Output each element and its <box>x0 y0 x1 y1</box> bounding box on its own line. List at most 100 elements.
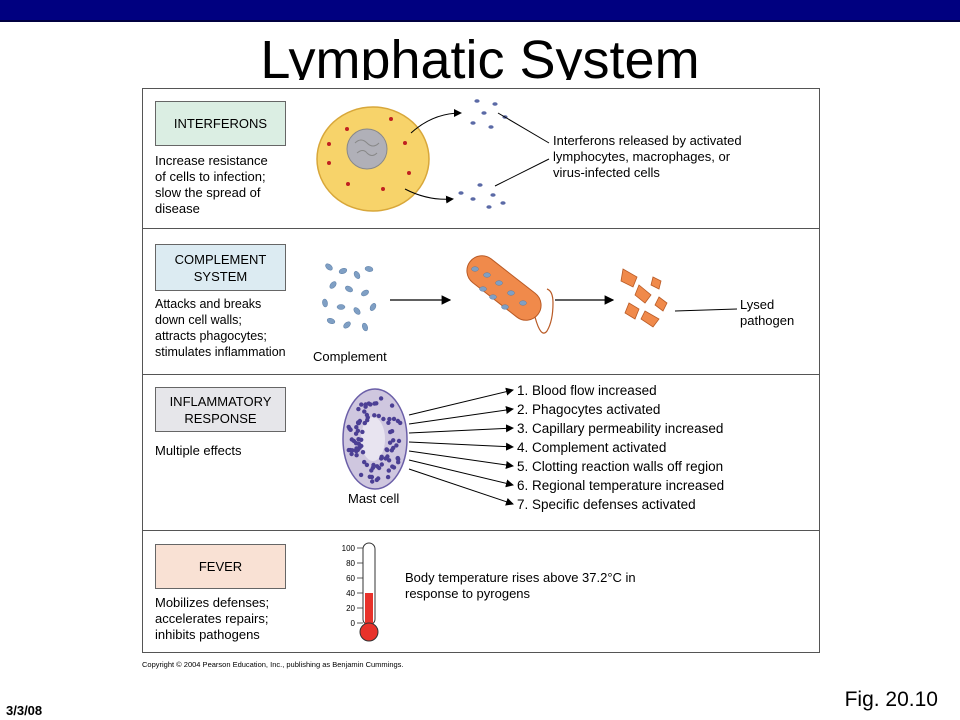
release-arrow-upper <box>410 109 462 134</box>
granule <box>379 462 384 467</box>
granule <box>389 429 395 434</box>
granule <box>391 465 397 470</box>
panel-fever: FEVER Mobilizes defenses; accelerates re… <box>143 531 819 652</box>
thermometer-mercury <box>365 593 373 629</box>
granule <box>358 472 364 478</box>
granule <box>387 440 393 445</box>
granule <box>386 458 392 463</box>
fever-box: FEVER <box>155 544 286 589</box>
granule <box>387 416 392 422</box>
inflammatory-description: Multiple effects <box>155 443 242 458</box>
copyright-notice: Copyright © 2004 Pearson Education, Inc.… <box>142 660 404 669</box>
granule <box>346 447 351 453</box>
granule <box>355 420 361 425</box>
effect-arrow <box>408 450 514 469</box>
granule <box>354 453 359 458</box>
thermometer-tick-label: 20 <box>346 604 355 613</box>
defenses-figure: INTERFERONS Increase resistance of cells… <box>142 88 820 653</box>
granule <box>369 474 375 480</box>
interferon-dots <box>458 99 508 209</box>
granule <box>359 402 364 407</box>
slide-date: 3/3/08 <box>6 703 43 718</box>
granule <box>359 437 364 442</box>
granule <box>376 413 381 419</box>
effect-arrow <box>408 387 514 416</box>
granule <box>364 462 370 468</box>
granule <box>349 451 354 457</box>
effect-item: 2. Phagocytes activated <box>517 402 661 417</box>
granule <box>362 409 367 414</box>
inflammatory-effects-list: 1. Blood flow increased 2. Phagocytes ac… <box>517 381 724 514</box>
mast-cell-label: Mast cell <box>348 491 400 506</box>
granule <box>350 448 355 453</box>
granule <box>385 474 391 480</box>
granule <box>362 459 367 465</box>
effect-arrows <box>408 387 514 506</box>
granule <box>355 447 360 453</box>
granule <box>362 420 367 426</box>
lysed-pathogen <box>620 268 668 328</box>
lysed-pathogen-label: Lysed pathogen <box>740 297 795 328</box>
granule <box>360 450 366 455</box>
granule <box>386 468 391 473</box>
header-bar <box>0 0 960 22</box>
thermometer-tick-label: 80 <box>346 559 355 568</box>
effect-arrow <box>408 406 514 425</box>
effect-arrow <box>408 441 514 451</box>
granule <box>370 479 375 484</box>
panel-interferons: INTERFERONS Increase resistance of cells… <box>143 89 819 229</box>
complement-description: Attacks and breaks down cell walls; attr… <box>155 297 286 359</box>
granule <box>391 438 396 443</box>
granule <box>396 460 401 465</box>
fever-description: Mobilizes defenses; accelerates repairs;… <box>155 595 270 642</box>
granule <box>368 402 373 407</box>
granule <box>376 476 381 481</box>
granule <box>389 448 394 453</box>
granule <box>395 455 400 461</box>
complement-label: Complement <box>313 349 387 364</box>
complement-proteins <box>322 263 377 332</box>
pathogen-bacterium <box>466 255 554 334</box>
interferons-box: INTERFERONS <box>155 101 286 146</box>
thermometer-tick-label: 0 <box>351 619 356 628</box>
granule <box>353 431 359 436</box>
granule <box>374 464 380 469</box>
granule <box>353 441 359 446</box>
granule <box>356 406 361 412</box>
granule <box>383 456 388 461</box>
effect-item: 5. Clotting reaction walls off region <box>517 459 724 474</box>
callout-line-upper <box>497 112 550 144</box>
thermometer-tick-label: 40 <box>346 589 355 598</box>
granule <box>379 454 384 459</box>
effect-item: 4. Complement activated <box>517 440 667 455</box>
effect-item: 6. Regional temperature increased <box>517 478 725 493</box>
granule <box>372 401 377 406</box>
thermometer-tick-label: 100 <box>342 544 356 553</box>
granule <box>370 465 376 470</box>
callout-line-lower <box>494 158 550 187</box>
granule <box>386 420 391 425</box>
fever-callout: Body temperature rises above 37.2°C in r… <box>405 570 636 601</box>
granule <box>378 396 384 401</box>
effect-item: 7. Specific defenses activated <box>517 497 696 512</box>
figure-label: Fig. 20.10 <box>844 688 938 711</box>
interferons-description: Increase resistance of cells to infectio… <box>155 153 268 216</box>
effect-item: 3. Capillary permeability increased <box>517 421 724 436</box>
mast-cell <box>342 388 408 490</box>
granule <box>360 429 365 435</box>
granule <box>394 443 399 448</box>
granule <box>364 412 370 418</box>
granule <box>396 438 402 444</box>
granule <box>395 418 401 424</box>
granule <box>389 403 395 408</box>
granule <box>391 416 397 422</box>
lysed-callout-line <box>674 308 738 312</box>
effect-item: 1. Blood flow increased <box>517 383 657 398</box>
effect-arrow <box>408 424 514 434</box>
granule <box>349 437 354 442</box>
